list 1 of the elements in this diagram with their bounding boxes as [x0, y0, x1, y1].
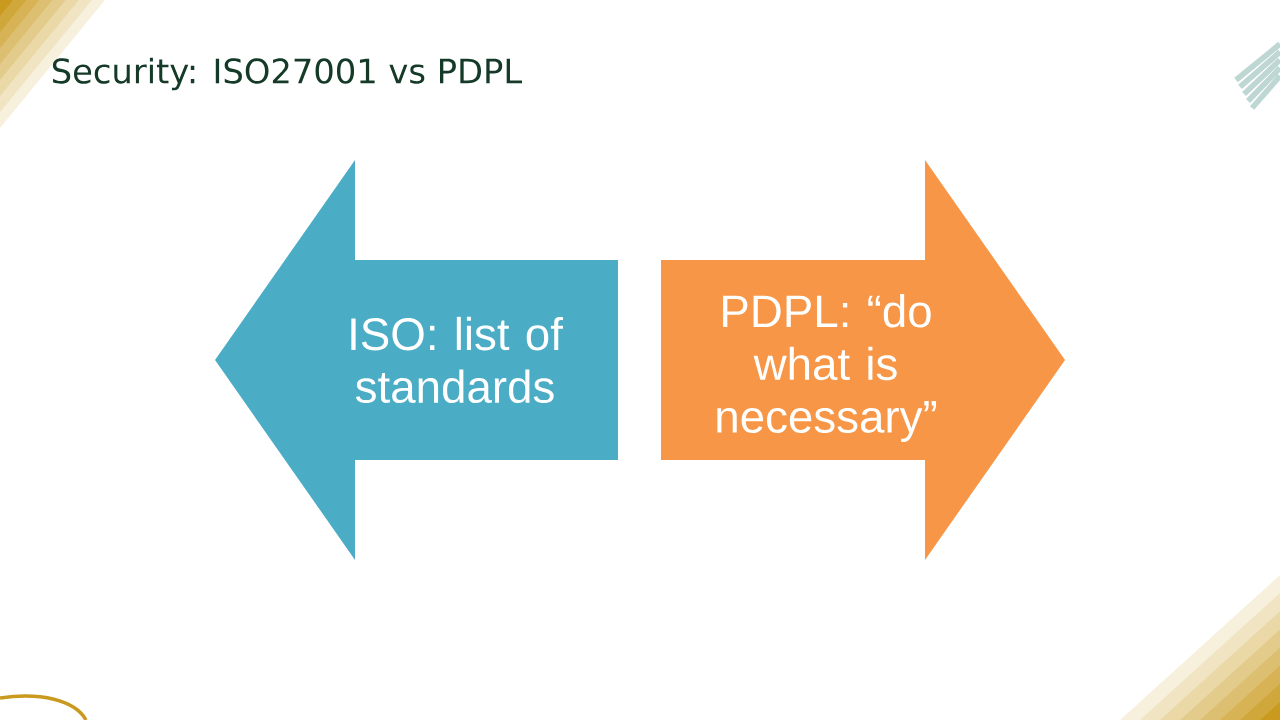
slide-title: Security: ISO27001 vs PDPL [52, 57, 522, 91]
